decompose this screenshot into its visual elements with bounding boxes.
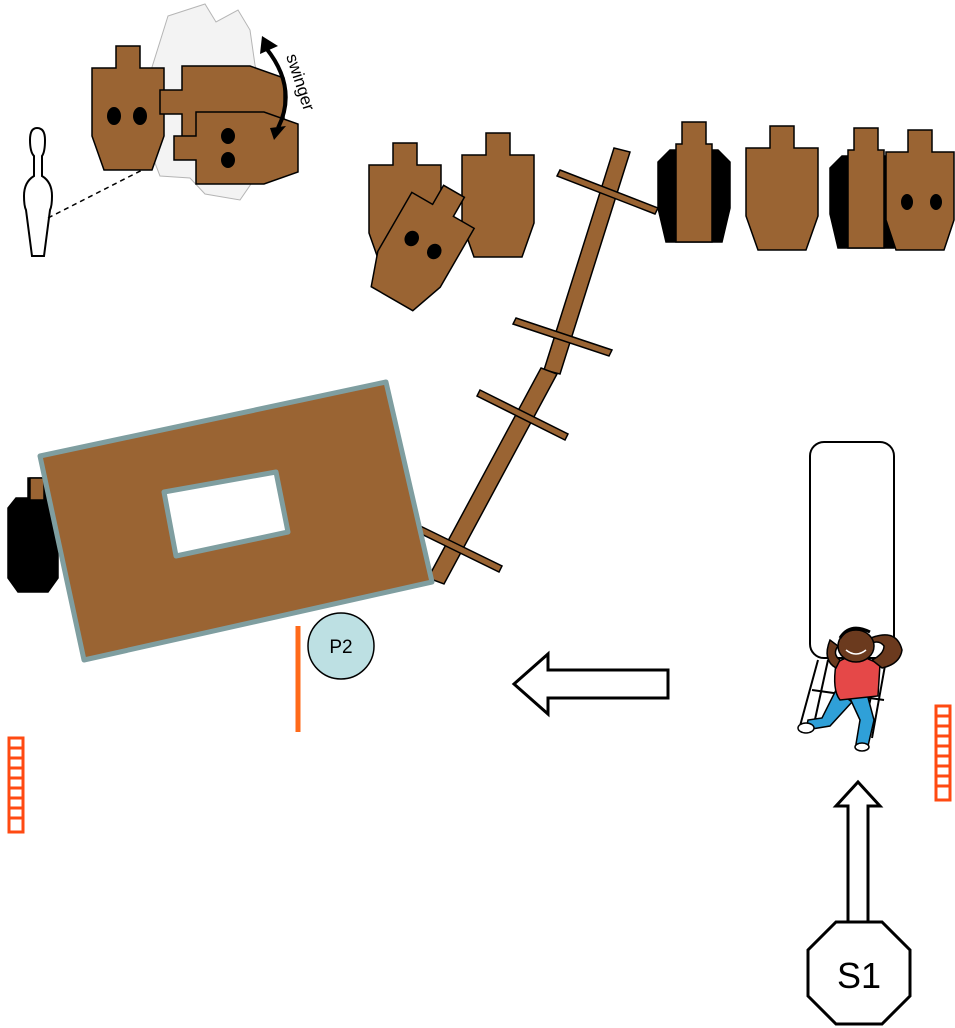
chair-icon (799, 441, 895, 743)
start-position-icon: S1 (806, 920, 912, 1026)
no-shoot-target-icon (7, 477, 59, 593)
relaxing-shooter-icon (797, 626, 903, 752)
swinger-arrow-icon (260, 36, 288, 140)
barrel-icon (7, 736, 25, 834)
paper-target-icon (461, 132, 535, 258)
paper-target-icon (745, 125, 819, 251)
position-label: P2 (329, 637, 352, 658)
paper-target-icon (91, 45, 165, 171)
paper-target-icon (173, 111, 299, 185)
fence-icon (403, 147, 660, 585)
swinger-label: swinger (282, 51, 318, 113)
start-label: S1 (837, 955, 881, 996)
no-shoot-target-icon (657, 121, 731, 243)
popper-icon (22, 126, 54, 257)
paper-target-icon (360, 172, 486, 318)
direction-arrow-icon (832, 779, 884, 926)
direction-arrow-icon (511, 650, 670, 718)
position-marker: P2 (307, 612, 375, 680)
paper-target-icon (885, 129, 955, 251)
wall-icon (37, 379, 435, 663)
no-shoot-target-icon (829, 127, 903, 249)
barrel-icon (934, 704, 952, 802)
popper-activator-line (47, 164, 153, 219)
port-window-icon (161, 469, 291, 559)
